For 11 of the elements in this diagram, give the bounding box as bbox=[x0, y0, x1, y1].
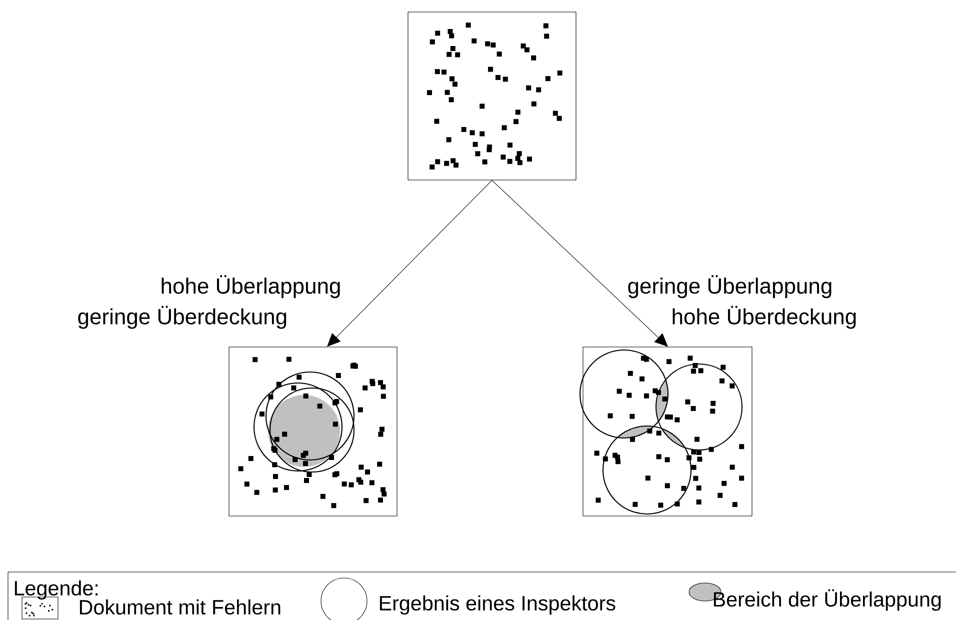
arrow bbox=[327, 180, 492, 347]
document-drawing bbox=[579, 346, 752, 516]
legend-title: Legende: bbox=[14, 580, 98, 600]
legend-text: Ergebnis eines Inspektors bbox=[380, 595, 616, 615]
edge-label: hohe Überlappung geringe Überdeckung bbox=[78, 275, 340, 329]
edge-label: geringe Überlappung hohe Überdeckung bbox=[628, 275, 856, 329]
legend-text: Bereich der Überlappung bbox=[714, 589, 941, 611]
document-drawing bbox=[228, 346, 398, 516]
arrow bbox=[492, 180, 668, 347]
document-drawing bbox=[408, 12, 576, 180]
legend-text: Dokument mit Fehlern bbox=[80, 599, 280, 615]
